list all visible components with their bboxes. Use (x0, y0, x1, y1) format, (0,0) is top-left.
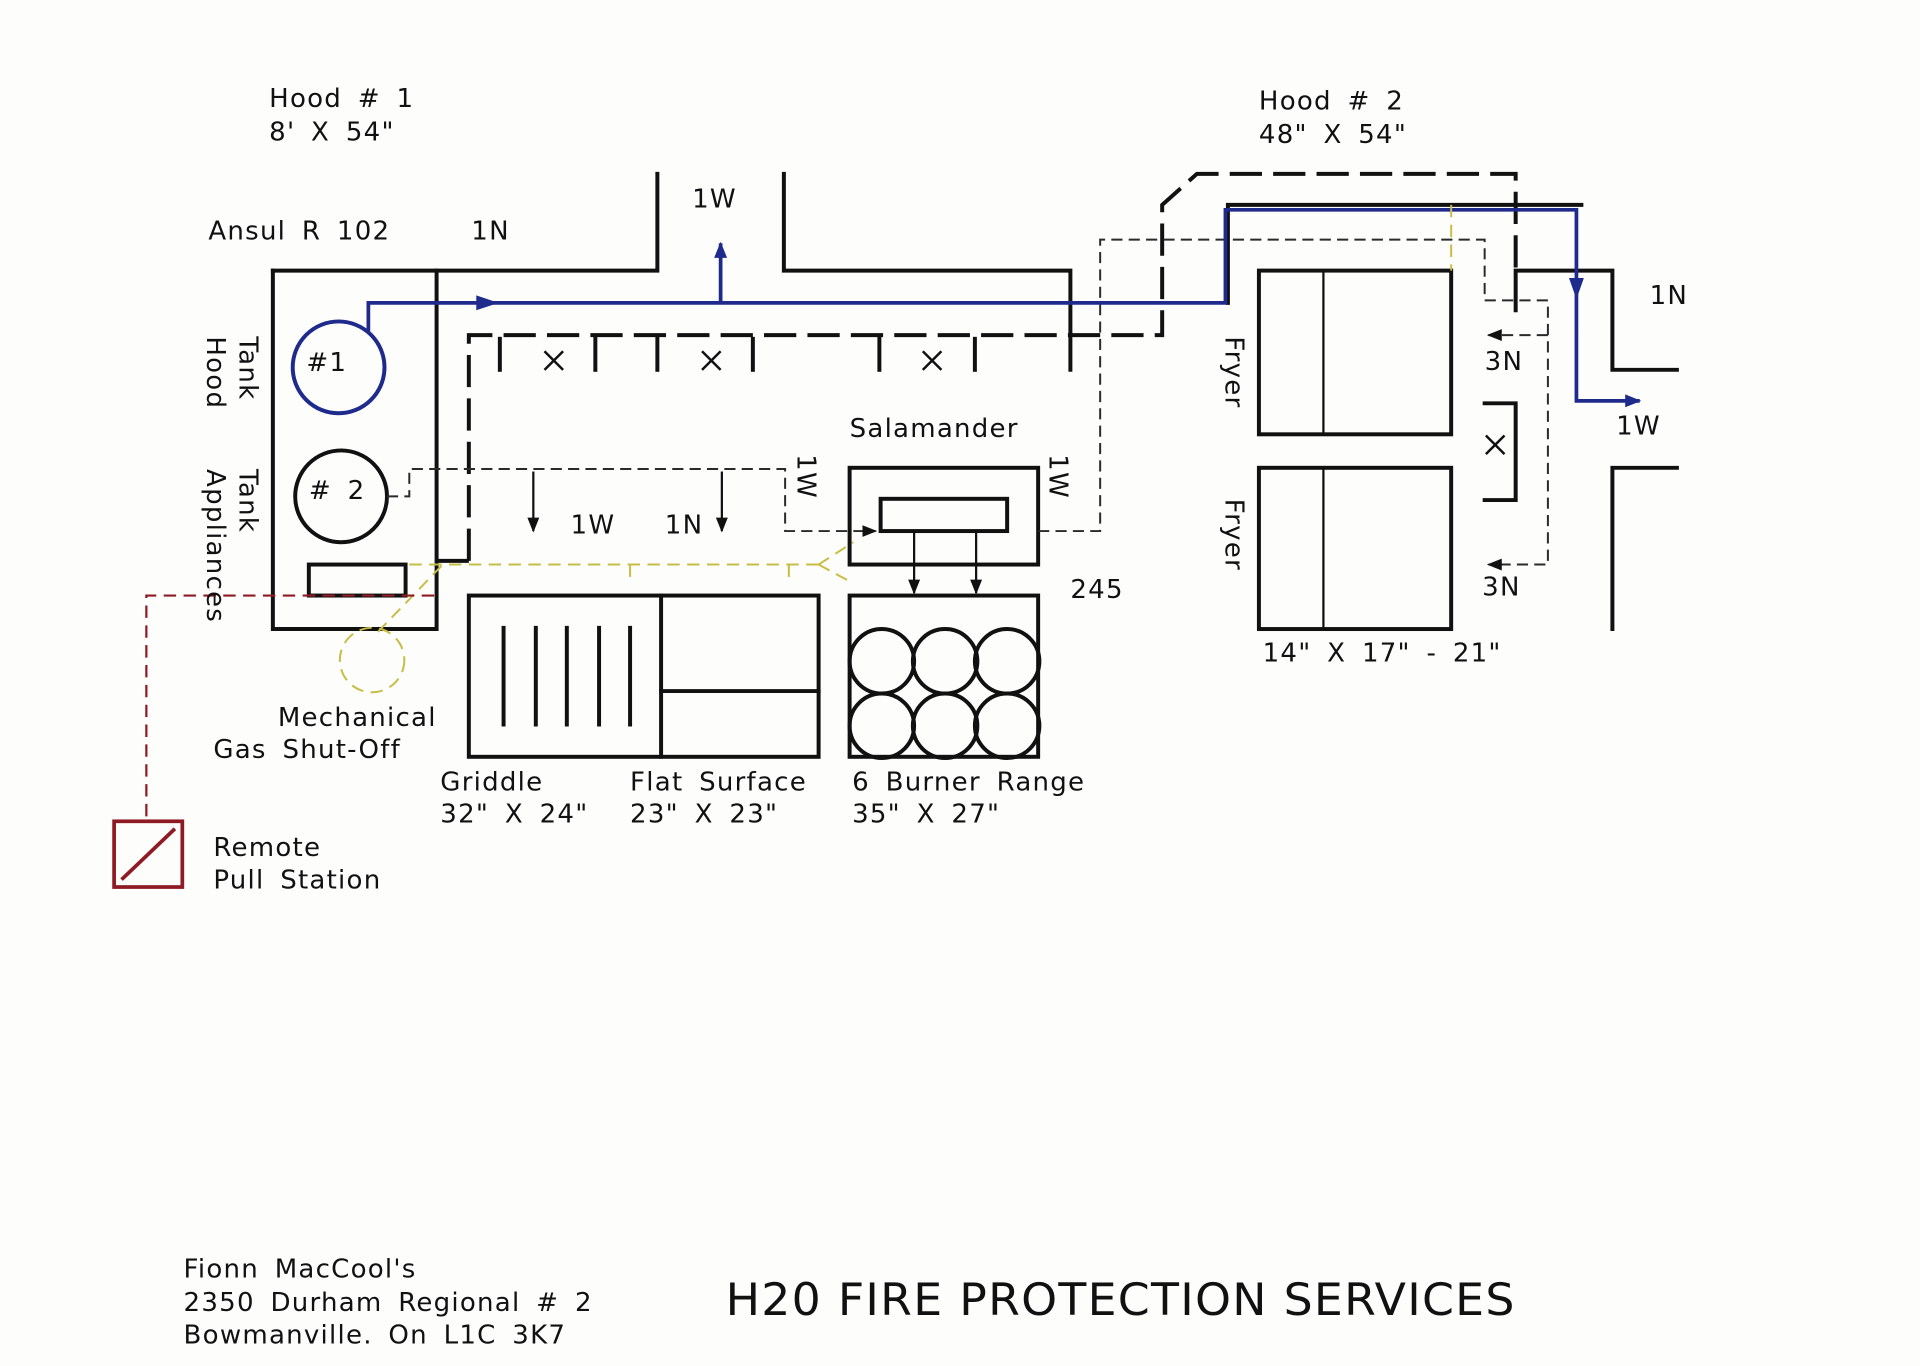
tank-2-label-line-2: Appliances (200, 469, 230, 623)
ansul-cabinet-outline (270, 268, 439, 632)
remote-pull-station (112, 594, 435, 889)
company-name: H20 FIRE PROTECTION SERVICES (726, 1274, 1516, 1326)
griddle-nozzle-label: 1W (571, 511, 616, 541)
client-name: Fionn MacCool's (184, 1255, 417, 1285)
hood-1-filter-bank (497, 336, 977, 372)
salamander (847, 465, 1041, 595)
flow-arrow-icon (1568, 278, 1584, 300)
gas-shutoff-icon (338, 626, 406, 694)
salamander-element (878, 496, 1010, 534)
hood-2-plenum-nozzle-label: 1N (1650, 281, 1689, 311)
filter-1 (497, 336, 598, 372)
hood-2 (1225, 202, 1679, 632)
hood-2-duct-nozzle-label: 1W (1616, 411, 1661, 441)
client-city: Bowmanville. On L1C 3K7 (184, 1320, 567, 1350)
burner (972, 691, 1042, 761)
agent-pipe-line (366, 207, 1642, 408)
hood-2-filter-frame (1482, 401, 1518, 503)
fryer-2-nozzle-label: 3N (1482, 573, 1521, 603)
pull-station-cable (145, 594, 435, 819)
fryer-1-label: Fryer (1218, 336, 1248, 408)
filter-x-icon (701, 350, 722, 371)
gas-line-to-range (818, 563, 849, 582)
range-tag-label: 245 (1070, 575, 1123, 605)
gas-shutoff-label-line-2: Gas Shut-Off (213, 735, 401, 765)
griddle-size: 32" X 24" (440, 800, 588, 830)
pull-station-label-line-1: Remote (213, 833, 321, 863)
griddle-grill-lines (501, 625, 633, 727)
tank-1-label-line-1: Tank (232, 335, 262, 400)
gas-valve-box (306, 562, 408, 598)
pull-station-handle (120, 827, 177, 881)
hood-agent-pipe (366, 207, 1642, 408)
tank-1-number: #1 (306, 348, 347, 378)
appliance-branch-right (1038, 238, 1549, 571)
tank-1-hood-cylinder (290, 319, 387, 416)
fryer-1-nozzle-label: 3N (1485, 347, 1524, 377)
burner (847, 691, 917, 761)
hood-1-title: Hood # 1 (269, 84, 414, 114)
hood-1-plenum-nozzle-label: 1N (471, 217, 510, 247)
hood-2-title: Hood # 2 (1259, 86, 1404, 116)
six-burner-range (847, 593, 1042, 761)
gas-line-to-salamander (818, 541, 854, 566)
labels: Hood # 1 8' X 54" Hood # 2 48" X 54" Ans… (200, 84, 1689, 895)
detection-lines (386, 238, 1549, 571)
griddle-flat-surface-outline (466, 593, 821, 759)
range-outline (847, 593, 1041, 759)
griddle-label: Griddle (440, 767, 543, 797)
fryer-2-outline (1256, 465, 1454, 632)
salamander-nozzle-left-label: 1W (791, 454, 821, 499)
hood-1-size: 8' X 54" (269, 117, 395, 147)
filter-2 (655, 336, 755, 372)
filter-3 (877, 336, 977, 372)
title-block: Fionn MacCool's 2350 Durham Regional # 2… (184, 1255, 1516, 1351)
burner (910, 691, 980, 761)
filter-x-icon (543, 350, 564, 371)
fryer-size-label: 14" X 17" - 21" (1263, 638, 1502, 668)
pull-station-label-line-2: Pull Station (213, 865, 381, 895)
system-label: Ansul R 102 (208, 217, 390, 247)
hood-2-top-edge (1225, 202, 1584, 305)
filter-x-icon (1485, 434, 1506, 456)
flat-surface-size: 23" X 23" (630, 800, 778, 830)
burner (910, 627, 980, 696)
filter-x-icon (921, 350, 943, 371)
gas-line (338, 204, 1453, 694)
hood-1 (270, 171, 1518, 632)
range-size: 35" X 27" (852, 800, 1000, 830)
salamander-label: Salamander (850, 414, 1019, 444)
tank-2-label-line-1: Tank (232, 468, 262, 533)
burner (847, 627, 917, 696)
hood-2-size: 48" X 54" (1259, 120, 1407, 150)
fryer-1-outline (1256, 268, 1454, 437)
fryers (1256, 268, 1454, 632)
client-address: 2350 Durham Regional # 2 (184, 1288, 593, 1318)
hood-2-duct-lower-edge (1610, 465, 1679, 632)
burner (972, 627, 1042, 696)
flat-surface-nozzle-label: 1N (665, 511, 704, 541)
hood-1-top-right-edge (781, 171, 1073, 372)
hood-1-top-left-edge (270, 171, 660, 273)
flow-arrow-icon (476, 295, 499, 311)
tank-1-label-line-2: Hood (200, 336, 230, 409)
fryer-2-label: Fryer (1218, 499, 1248, 571)
salamander-nozzle-right-label: 1W (1042, 454, 1072, 499)
range-label: 6 Burner Range (852, 767, 1085, 797)
gas-line-to-shutoff (376, 565, 443, 634)
gas-shutoff-label-line-1: Mechanical (278, 703, 437, 733)
hood-1-duct-nozzle-label: 1W (692, 184, 737, 214)
appliance-branch-left (386, 468, 878, 538)
tank-2-number: # 2 (309, 476, 366, 506)
griddle-flat-surface (466, 593, 821, 759)
salamander-outline (847, 465, 1041, 567)
pull-station-icon (112, 819, 185, 889)
hood-plenum-dashed-outline (466, 171, 1518, 561)
flat-surface-label: Flat Surface (630, 767, 807, 797)
hood-2-duct-upper-edge (1513, 268, 1679, 372)
